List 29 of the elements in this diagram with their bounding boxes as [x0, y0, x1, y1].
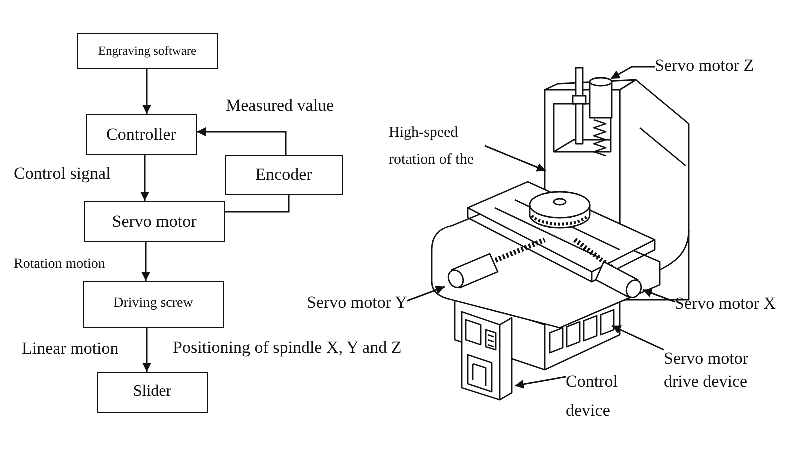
callout-label: High-speed rotation of the — [389, 120, 485, 174]
callout-label: Servo motor X — [675, 294, 776, 314]
arrow — [142, 69, 152, 114]
note-text: Positioning of spindle X, Y and Z — [173, 338, 402, 358]
process-box: Servo motor — [84, 201, 225, 242]
leader-line — [407, 286, 446, 302]
callout-label: Servo motor Y — [307, 293, 408, 313]
edge-label: Control signal — [14, 164, 111, 184]
callout-label: Servo motor drive device — [664, 347, 776, 393]
edge-label: Linear motion — [22, 339, 119, 359]
process-box: Engraving software — [77, 33, 218, 69]
process-box: Controller — [86, 114, 197, 155]
edge-label: Rotation motion — [14, 257, 106, 274]
arrow — [197, 128, 287, 155]
arrow — [140, 155, 150, 201]
callout-label: Servo motor Z — [655, 56, 754, 76]
edge-label: Measured value — [226, 96, 334, 116]
callout-label: Control device — [566, 367, 638, 425]
leader-line — [642, 288, 676, 303]
arrow — [142, 328, 152, 372]
leader-line — [514, 376, 566, 389]
process-box: Encoder — [225, 155, 343, 195]
leader-line — [610, 66, 655, 80]
connector-line — [225, 195, 290, 213]
leader-line — [484, 145, 546, 172]
arrow — [142, 242, 150, 281]
process-box: Driving screw — [83, 281, 224, 328]
process-box: Slider — [97, 372, 208, 413]
leader-line — [612, 325, 664, 351]
